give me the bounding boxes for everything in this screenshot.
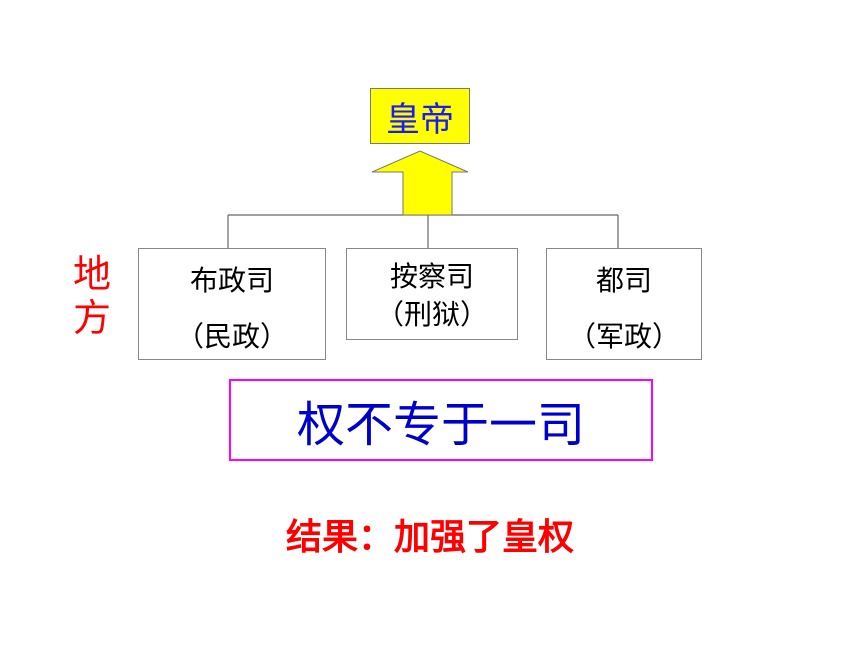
side-label-local: 地 方 xyxy=(70,252,114,340)
office-name: 布政司 xyxy=(189,264,274,297)
emperor-label: 皇帝 xyxy=(386,99,454,140)
office-box-buzhengsi: 布政司 （民政） xyxy=(138,248,326,360)
emperor-box: 皇帝 xyxy=(370,88,470,144)
result-text: 结果：加强了皇权 xyxy=(285,517,574,558)
side-label-char-2: 方 xyxy=(72,296,111,340)
side-label-char-1: 地 xyxy=(72,252,111,296)
office-name: 按察司 xyxy=(389,260,474,293)
office-role: （刑狱） xyxy=(375,298,488,331)
principle-box: 权不专于一司 xyxy=(229,379,653,461)
office-name: 都司 xyxy=(595,264,652,297)
up-arrow-icon xyxy=(371,150,469,216)
office-box-dusi: 都司 （军政） xyxy=(546,248,702,360)
office-role: （民政） xyxy=(175,320,288,353)
office-role: （军政） xyxy=(567,320,680,353)
principle-text: 权不专于一司 xyxy=(296,397,585,453)
office-box-anchasi: 按察司 （刑狱） xyxy=(346,248,518,340)
